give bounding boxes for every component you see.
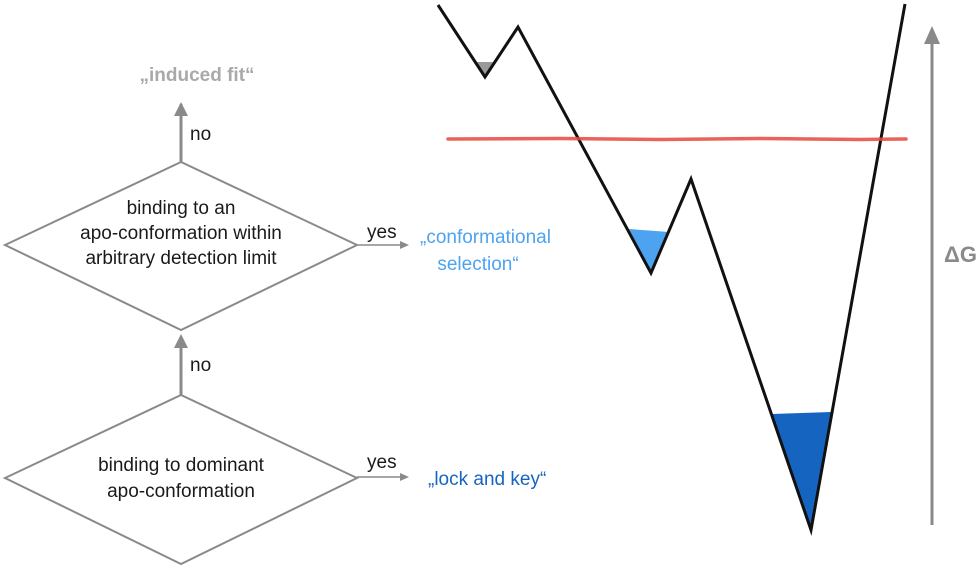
energy-landscape-line — [436, 3, 907, 536]
arrowhead-induced-fit — [174, 102, 188, 116]
lock-and-key-label: „lock and key“ — [428, 469, 547, 490]
yes-label-upper: yes — [367, 222, 397, 243]
conformational-selection-line2: selection“ — [437, 254, 519, 275]
shallow-well-fill — [477, 62, 493, 77]
decision-diamond-lower — [2, 393, 360, 566]
decision-upper-line3: arbitrary detection limit — [85, 248, 277, 269]
delta-g-label: ΔG — [944, 242, 976, 267]
detection-limit-line — [446, 136, 908, 142]
no-label-lower: no — [190, 355, 212, 376]
arrowhead-yes-upper — [400, 241, 409, 249]
decision-lower-line2: apo-conformation — [107, 481, 255, 502]
no-label-upper: no — [190, 124, 212, 145]
induced-fit-label: „induced fit“ — [139, 65, 255, 86]
decision-lower-line1: binding to dominant — [98, 455, 264, 476]
middle-well-fill — [629, 229, 669, 273]
delta-g-axis-arrowhead — [924, 26, 940, 44]
arrowhead-lower-to-upper — [174, 334, 188, 348]
decision-upper-line2: apo-conformation within — [80, 223, 282, 244]
deep-well-fill — [772, 412, 831, 530]
arrowhead-yes-lower — [400, 473, 409, 481]
decision-upper-line1: binding to an — [126, 198, 236, 219]
yes-label-lower: yes — [367, 452, 397, 473]
conformational-selection-line1: „conformational — [420, 227, 551, 248]
